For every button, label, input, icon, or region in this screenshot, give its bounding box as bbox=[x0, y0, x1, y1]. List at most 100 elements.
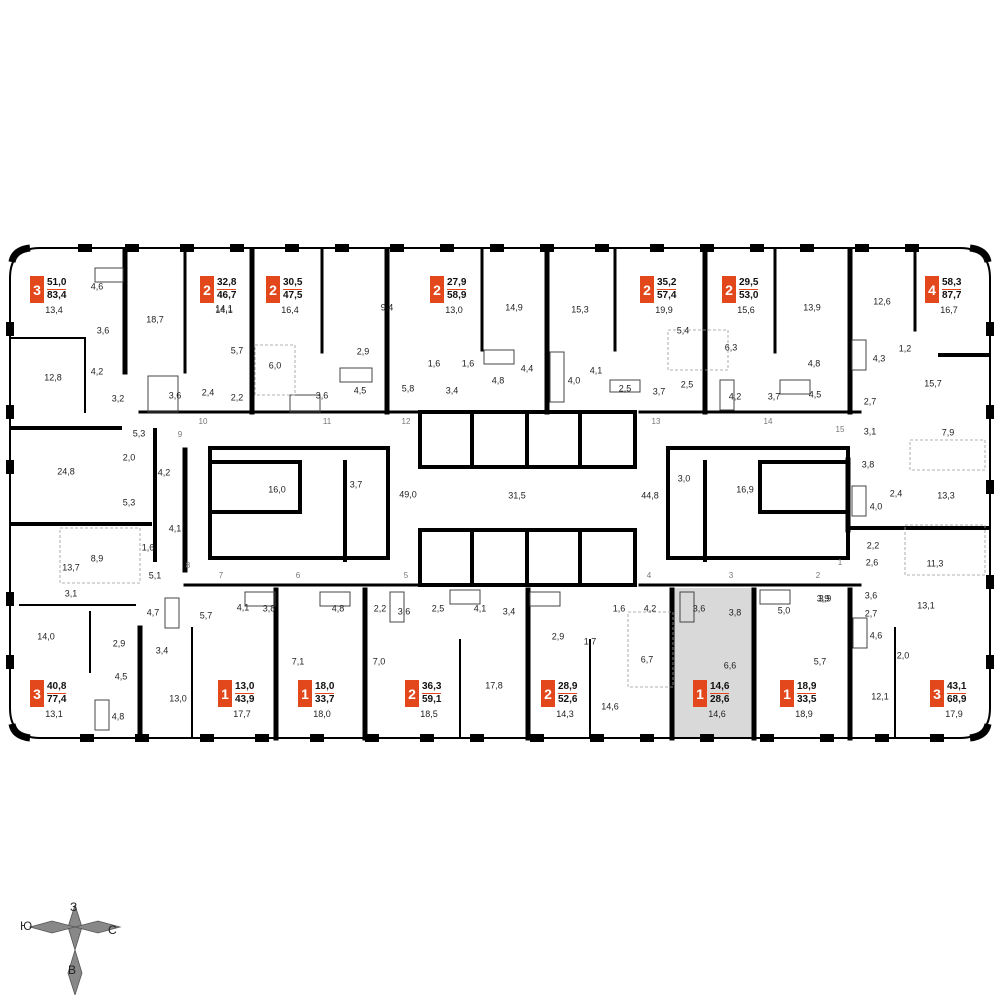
room-area: 14,1 bbox=[215, 305, 233, 315]
room-area: 13,0 bbox=[445, 305, 463, 315]
room-area-label: 2,4 bbox=[202, 387, 215, 397]
room-area-label: 3,2 bbox=[112, 393, 125, 403]
living-area: 58,3 bbox=[942, 277, 962, 290]
room-area-label: 13,0 bbox=[169, 693, 187, 703]
room-area-label: 4,8 bbox=[808, 358, 821, 368]
room-area-label: 4,4 bbox=[521, 363, 534, 373]
room-area-label: 5,7 bbox=[814, 656, 827, 666]
room-count: 3 bbox=[30, 680, 44, 707]
room-area-label: 44,8 bbox=[641, 490, 659, 500]
room-area-label: 14,0 bbox=[37, 631, 55, 641]
room-area-label: 3,6 bbox=[316, 390, 329, 400]
room-area-label: 6,0 bbox=[269, 360, 282, 370]
room-area: 14,3 bbox=[556, 709, 574, 719]
door-number: 6 bbox=[296, 571, 301, 580]
room-area-label: 2,9 bbox=[357, 346, 370, 356]
room-area-label: 3,6 bbox=[693, 603, 706, 613]
total-area: 83,4 bbox=[47, 290, 67, 301]
room-area: 18,0 bbox=[313, 709, 331, 719]
room-area-label: 16,0 bbox=[268, 484, 286, 494]
compass: З В Ю С bbox=[20, 900, 130, 995]
door-number: 11 bbox=[323, 417, 332, 426]
door-number: 4 bbox=[647, 571, 652, 580]
room-area-label: 15,3 bbox=[571, 304, 589, 314]
room-area-label: 1,6 bbox=[462, 358, 475, 368]
room-area-label: 12,1 bbox=[871, 691, 889, 701]
room-count: 2 bbox=[405, 680, 419, 707]
room-area-label: 14,1 bbox=[215, 303, 233, 313]
room-area-label: 6,7 bbox=[641, 654, 654, 664]
room-area-label: 12,6 bbox=[873, 296, 891, 306]
door-number: 3 bbox=[729, 571, 734, 580]
room-area-label: 2,0 bbox=[897, 650, 910, 660]
room-area-label: 3,1 bbox=[864, 426, 877, 436]
room-area-label: 4,0 bbox=[870, 501, 883, 511]
living-area: 18,9 bbox=[797, 681, 817, 694]
room-area-label: 3,9 bbox=[819, 593, 832, 603]
total-area: 46,7 bbox=[217, 290, 237, 301]
room-area-label: 4,8 bbox=[332, 603, 345, 613]
total-area: 33,7 bbox=[315, 694, 335, 705]
total-area: 28,6 bbox=[710, 694, 730, 705]
room-count: 2 bbox=[541, 680, 555, 707]
door-number: 15 bbox=[836, 425, 845, 434]
room-area-label: 14,6 bbox=[601, 701, 619, 711]
room-area-label: 4,7 bbox=[147, 607, 160, 617]
room-area: 17,9 bbox=[945, 709, 963, 719]
room-area: 16,7 bbox=[940, 305, 958, 315]
living-area: 32,8 bbox=[217, 277, 237, 290]
room-area-label: 4,0 bbox=[568, 375, 581, 385]
room-area-label: 5,3 bbox=[123, 497, 136, 507]
room-count: 2 bbox=[430, 276, 444, 303]
room-area-label: 2,6 bbox=[866, 557, 879, 567]
room-count: 3 bbox=[930, 680, 944, 707]
room-area-label: 2,0 bbox=[123, 452, 136, 462]
room-area-label: 4,2 bbox=[158, 467, 171, 477]
room-area-label: 3,8 bbox=[862, 459, 875, 469]
room-area-label: 5,1 bbox=[149, 570, 162, 580]
door-number: 8 bbox=[186, 561, 191, 570]
room-area-label: 2,2 bbox=[231, 392, 244, 402]
compass-south-label: В bbox=[68, 963, 77, 977]
room-area-label: 3,8 bbox=[729, 607, 742, 617]
room-area-label: 5,0 bbox=[778, 605, 791, 615]
room-count: 2 bbox=[640, 276, 654, 303]
interior-walls bbox=[10, 247, 990, 741]
room-area-label: 3,7 bbox=[768, 391, 781, 401]
total-area: 87,7 bbox=[942, 290, 962, 301]
room-area-label: 3,4 bbox=[446, 385, 459, 395]
room-count: 4 bbox=[925, 276, 939, 303]
room-area-label: 6,6 bbox=[724, 660, 737, 670]
room-area-label: 4,8 bbox=[112, 711, 125, 721]
room-area-label: 5,7 bbox=[231, 345, 244, 355]
room-area-label: 5,3 bbox=[133, 428, 146, 438]
room-area: 17,7 bbox=[233, 709, 251, 719]
door-number: 9 bbox=[178, 430, 183, 439]
total-area: 52,6 bbox=[558, 694, 578, 705]
door-number: 13 bbox=[652, 417, 661, 426]
